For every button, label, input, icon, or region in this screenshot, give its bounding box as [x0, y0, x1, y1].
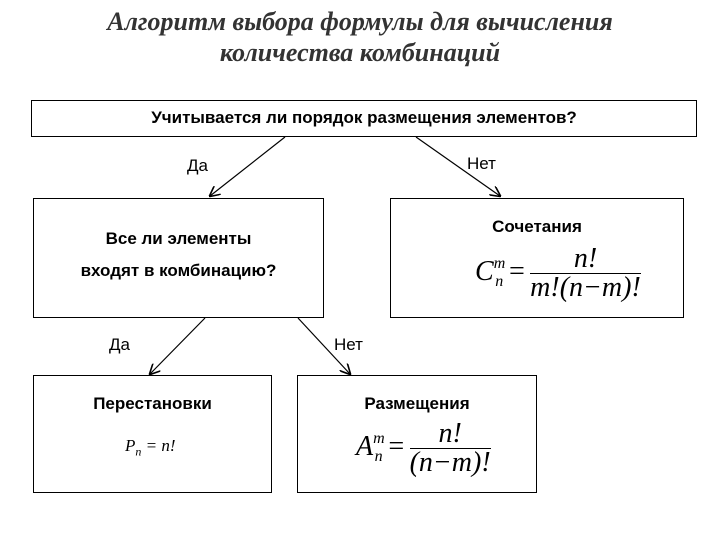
- arrangements-fraction: n!(n−m)!: [409, 418, 491, 478]
- permutations-formula: Pn = n!: [125, 436, 176, 459]
- permutations-rhs: = n!: [141, 436, 176, 455]
- title-line-1: Алгоритм выбора формулы для вычисления: [107, 7, 613, 36]
- root-question-box: Учитывается ли порядок размещения элемен…: [31, 100, 697, 137]
- arrangements-sup: m: [373, 429, 385, 447]
- edge-label-root-yes: Да: [187, 156, 208, 175]
- arrangements-eq: =: [386, 430, 406, 462]
- combinations-formula: Cmn=n!m!(n−m)!: [475, 245, 641, 302]
- combinations-denominator: m!(n−m)!: [530, 272, 641, 303]
- combinations-lhs: C: [475, 255, 494, 287]
- arrangements-denominator: (n−m)!: [409, 447, 491, 478]
- arrangements-title: Размещения: [364, 394, 470, 413]
- second-question-box: Все ли элементы входят в комбинацию?: [33, 198, 324, 318]
- arrow-second-yes: [150, 317, 206, 374]
- combinations-sup: m: [493, 254, 506, 272]
- second-question-line-1: Все ли элементы: [105, 229, 252, 248]
- edge-label-root-no: Нет: [467, 154, 496, 173]
- arrangements-lhs: A: [356, 430, 374, 462]
- title-line-2: количества комбинаций: [219, 38, 501, 67]
- second-question-line-2: входят в комбинацию?: [80, 261, 277, 280]
- arrangements-box: Размещения Amn=n!(n−m)!: [297, 375, 537, 493]
- permutations-lhs: P: [125, 436, 136, 455]
- arrow-second-no: [297, 317, 350, 374]
- arrow-root-yes: [210, 136, 286, 196]
- combinations-sub: n: [495, 272, 504, 290]
- combinations-numerator: n!: [573, 243, 598, 274]
- permutations-box: Перестановки Pn = n!: [33, 375, 272, 493]
- edge-label-second-no: Нет: [334, 335, 363, 354]
- arrangements-formula: Amn=n!(n−m)!: [356, 420, 491, 477]
- combinations-eq: =: [507, 255, 527, 287]
- arrangements-sub: n: [374, 447, 383, 465]
- root-question: Учитывается ли порядок размещения элемен…: [151, 108, 577, 127]
- combinations-box: Сочетания Cmn=n!m!(n−m)!: [390, 198, 684, 318]
- arrangements-numerator: n!: [438, 418, 462, 449]
- permutations-title: Перестановки: [93, 394, 212, 413]
- diagram-title: Алгоритм выбора формулы для вычисления к…: [0, 6, 720, 68]
- combinations-title: Сочетания: [492, 217, 582, 236]
- edge-label-second-yes: Да: [109, 335, 130, 354]
- combinations-fraction: n!m!(n−m)!: [530, 245, 641, 302]
- arrow-root-no: [415, 136, 500, 196]
- permutations-sub: n: [135, 444, 142, 459]
